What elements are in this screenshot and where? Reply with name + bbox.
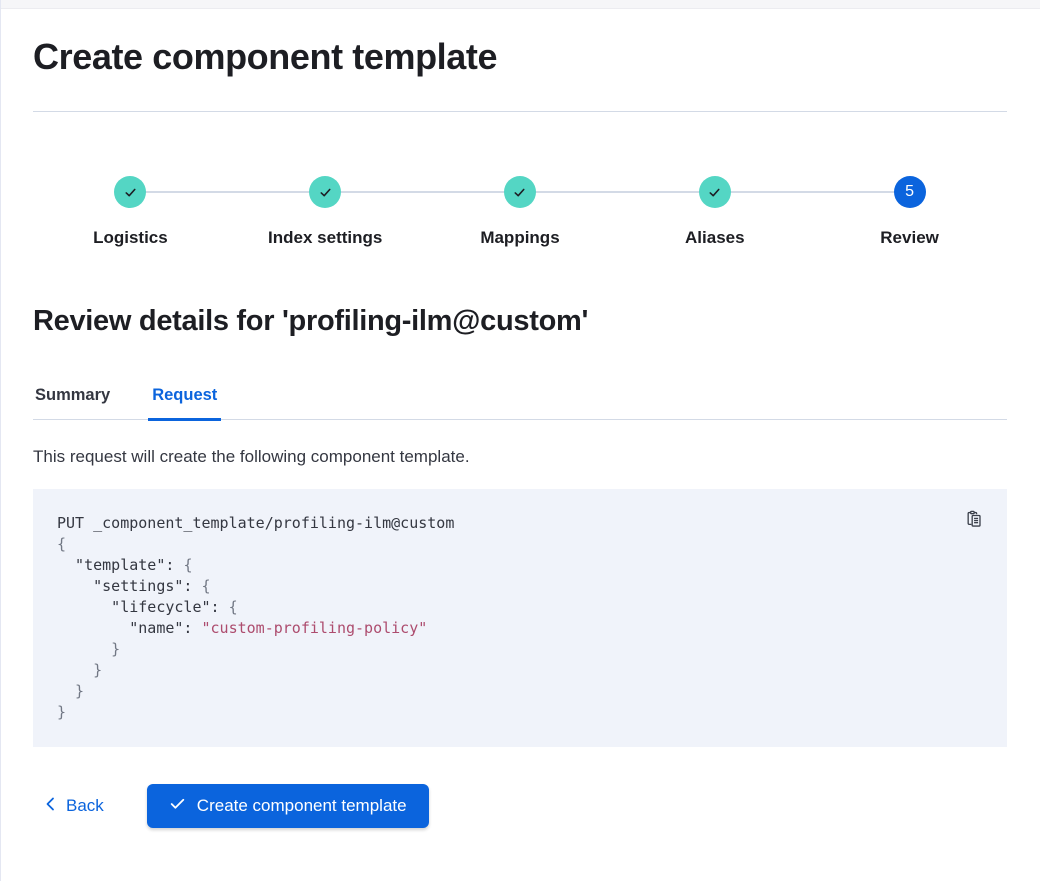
step-complete-check-icon <box>698 176 731 208</box>
code-line: { <box>57 535 67 553</box>
step-number-badge: 5 <box>893 176 926 208</box>
step-index-settings[interactable]: Index settings <box>228 176 423 248</box>
code-line: } <box>57 661 103 679</box>
step-label: Index settings <box>268 228 383 247</box>
header-divider <box>33 111 1007 112</box>
create-component-template-button[interactable]: Create component template <box>146 784 429 828</box>
wizard-footer: Back Create component template <box>33 784 1007 828</box>
code-line: "name": "custom-profiling-policy" <box>57 619 428 637</box>
step-complete-check-icon <box>309 176 342 208</box>
create-component-template-page: Create component template Logistics Index… <box>0 35 1040 828</box>
create-component-template-button-label: Create component template <box>196 796 407 815</box>
step-label: Mappings <box>480 228 560 247</box>
code-block: PUT _component_template/profiling-ilm@cu… <box>33 489 1007 747</box>
code-line: } <box>57 703 67 721</box>
step-label: Aliases <box>685 228 745 247</box>
chevron-left-icon <box>43 796 57 817</box>
page-title: Create component template <box>33 36 498 77</box>
step-mappings[interactable]: Mappings <box>423 176 618 248</box>
review-heading: Review details for 'profiling-ilm@custom… <box>33 305 589 337</box>
code-content: PUT _component_template/profiling-ilm@cu… <box>57 513 983 723</box>
code-line: "lifecycle": { <box>57 598 238 616</box>
request-description: This request will create the following c… <box>33 447 470 466</box>
step-complete-check-icon <box>114 176 147 208</box>
back-button[interactable]: Back <box>43 796 104 817</box>
code-line: } <box>57 682 85 700</box>
copy-button[interactable] <box>963 508 986 534</box>
step-logistics[interactable]: Logistics <box>33 176 228 248</box>
code-line: "template": { <box>57 556 193 574</box>
step-label: Logistics <box>93 228 168 247</box>
left-edge-line <box>0 0 1 881</box>
step-complete-check-icon <box>503 176 536 208</box>
step-label: Review <box>880 228 939 247</box>
copy-clipboard-icon <box>965 510 984 532</box>
tab-summary[interactable]: Summary <box>33 386 112 419</box>
code-line: "settings": { <box>57 577 211 595</box>
step-aliases[interactable]: Aliases <box>617 176 812 248</box>
top-edge-shadow <box>0 0 1040 9</box>
code-line: PUT _component_template/profiling-ilm@cu… <box>57 514 455 532</box>
code-line: } <box>57 640 121 658</box>
tab-request[interactable]: Request <box>148 386 222 421</box>
back-button-label: Back <box>66 796 104 815</box>
check-icon <box>169 795 186 817</box>
review-tabs: Summary Request <box>33 386 1007 421</box>
